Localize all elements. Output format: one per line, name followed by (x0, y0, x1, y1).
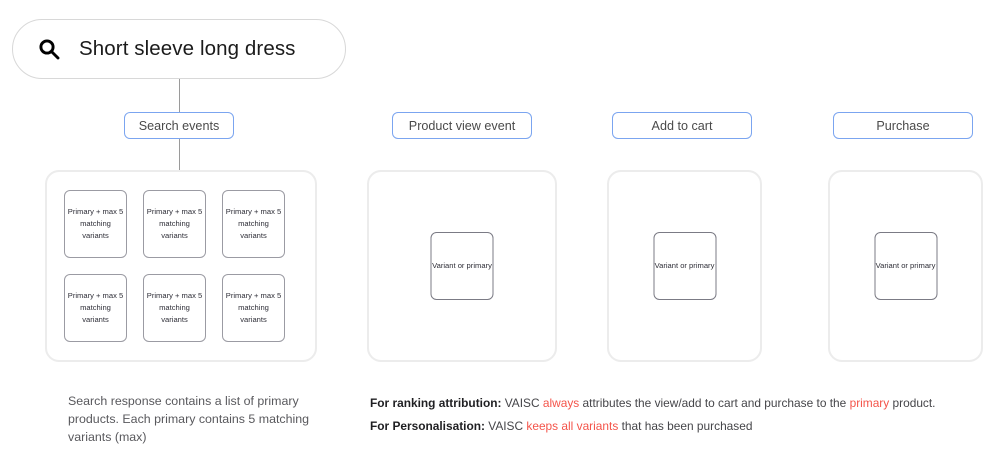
primary-product-card[interactable]: Primary + max 5 matching variants (64, 190, 127, 258)
note-text: VAISC (484, 418, 527, 433)
label-product-view-event[interactable]: Product view event (392, 112, 532, 139)
primary-products-grid: Primary + max 5 matching variants Primar… (64, 190, 285, 342)
caption-search-response: Search response contains a list of prima… (68, 394, 310, 445)
variant-or-primary-card[interactable]: Variant or primary (653, 232, 716, 300)
panel-product-view: Variant or primary (367, 170, 557, 362)
note-text: attributes the view/add to cart and purc… (579, 396, 850, 410)
connector-line-top (178, 79, 180, 112)
primary-product-card[interactable]: Primary + max 5 matching variants (222, 190, 285, 258)
note-ranking-attribution: For ranking attribution: VAISC always at… (370, 392, 985, 415)
label-purchase[interactable]: Purchase (833, 112, 973, 139)
notes-block: For ranking attribution: VAISC always at… (370, 392, 985, 438)
panel-search-results: Primary + max 5 matching variants Primar… (45, 170, 317, 362)
label-search-events[interactable]: Search events (124, 112, 234, 139)
primary-product-card[interactable]: Primary + max 5 matching variants (222, 274, 285, 342)
search-icon (39, 39, 60, 60)
primary-product-card[interactable]: Primary + max 5 matching variants (143, 274, 206, 342)
note-highlight: primary (849, 396, 890, 410)
note-text: product. (889, 396, 936, 410)
note-highlight: keeps all variants (526, 418, 619, 433)
label-add-to-cart[interactable]: Add to cart (612, 112, 752, 139)
note-text: that has been purchased (618, 418, 753, 433)
search-query-text: Short sleeve long dress (79, 37, 296, 60)
panel-purchase: Variant or primary (828, 170, 983, 362)
primary-product-card[interactable]: Primary + max 5 matching variants (64, 274, 127, 342)
variant-or-primary-card[interactable]: Variant or primary (874, 232, 937, 300)
note-label: For Personalisation: (370, 418, 485, 433)
connector-line-bottom (178, 139, 180, 171)
note-label: For ranking attribution: (370, 396, 502, 410)
note-text: VAISC (501, 396, 543, 410)
note-personalisation: For Personalisation: VAISC keeps all var… (370, 415, 985, 438)
search-bar[interactable]: Short sleeve long dress (12, 19, 346, 79)
variant-or-primary-card[interactable]: Variant or primary (430, 232, 494, 300)
note-highlight: always (542, 396, 580, 410)
panel-add-to-cart: Variant or primary (607, 170, 762, 362)
primary-product-card[interactable]: Primary + max 5 matching variants (143, 190, 206, 258)
